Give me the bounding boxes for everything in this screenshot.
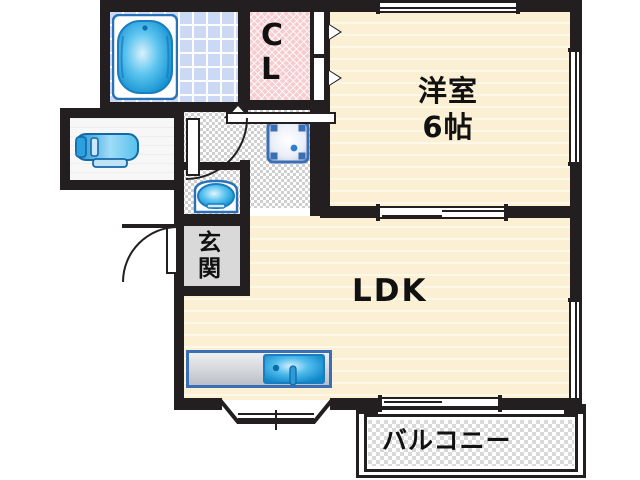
window-bedroom-east[interactable] xyxy=(569,50,581,164)
wall-washroom-north xyxy=(60,108,184,118)
room-label-closet-line1: C xyxy=(261,18,285,53)
wall-bath-south xyxy=(100,102,248,112)
room-label-closet-line2: L xyxy=(261,52,282,87)
room-fill-closet xyxy=(248,10,310,100)
kitchen-counter-icon xyxy=(186,350,332,388)
wall-toilet-east xyxy=(240,160,250,222)
entrance-door-head xyxy=(122,224,180,228)
wall-entrance-north xyxy=(174,214,248,226)
window-bedroom-north[interactable] xyxy=(378,1,518,13)
closet-folding-door-lower[interactable] xyxy=(312,56,326,102)
bay-window-ldk-south[interactable] xyxy=(218,398,334,432)
balcony-corner-left xyxy=(356,404,378,414)
window-bedroom-east-cap-bottom xyxy=(568,162,582,166)
wall-washroom-south xyxy=(60,180,184,190)
balcony-corner-right xyxy=(564,404,586,414)
closet-folding-door-upper[interactable] xyxy=(312,10,326,56)
wall-hall-bedroom xyxy=(310,100,330,216)
wall-closet-west xyxy=(240,0,250,110)
room-label-ldk: LDK xyxy=(352,273,428,309)
entrance-hinged-door-arc xyxy=(122,226,178,282)
closet-folding-door-lower-marker-inner xyxy=(329,71,340,85)
wall-entrance-south xyxy=(174,286,248,296)
vanity-mirror-icon xyxy=(266,120,310,164)
room-fill-entrance xyxy=(182,226,246,292)
room-fill-bedroom xyxy=(330,12,582,208)
window-bedroom-north-cap-left xyxy=(376,0,380,14)
window-ldk-east[interactable] xyxy=(569,300,581,398)
wall-ldk-west xyxy=(174,286,184,410)
room-label-balcony: バルコニー xyxy=(382,426,512,455)
wall-washroom-west xyxy=(60,108,70,190)
room-label-entrance-line2: 関 xyxy=(198,256,222,282)
wall-closet-south xyxy=(240,100,330,110)
balcony-door-cap-right xyxy=(498,395,502,412)
wall-ldk-south-left xyxy=(174,398,222,410)
balcony-outer-outline xyxy=(356,406,586,478)
room-label-bedroom-line1: 洋室 xyxy=(417,74,478,108)
balcony-inner-outline xyxy=(364,414,578,472)
window-ldk-east-cap-top xyxy=(568,298,582,302)
room-label-entrance-line1: 玄 xyxy=(198,230,222,256)
window-bedroom-north-cap-right xyxy=(516,0,520,14)
bathtub-icon xyxy=(111,13,179,101)
washing-machine-icon xyxy=(74,126,152,172)
sliding-door-bedroom-ldk-cap-left xyxy=(376,204,380,221)
sliding-door-bedroom-ldk-cap-right xyxy=(504,204,508,221)
room-fill-balcony xyxy=(368,420,574,466)
window-bedroom-east-cap-top xyxy=(568,48,582,52)
sliding-door-bedroom-ldk[interactable] xyxy=(378,206,506,219)
room-label-bedroom-line2: 6帖 xyxy=(422,110,474,144)
wall-bath-west xyxy=(100,0,110,112)
wall-entrance-east xyxy=(240,214,250,296)
toilet-icon xyxy=(192,178,240,216)
closet-folding-door-upper-marker-inner xyxy=(329,25,340,39)
balcony-door-cap-left xyxy=(378,395,382,412)
wall-hall-west xyxy=(174,108,184,294)
